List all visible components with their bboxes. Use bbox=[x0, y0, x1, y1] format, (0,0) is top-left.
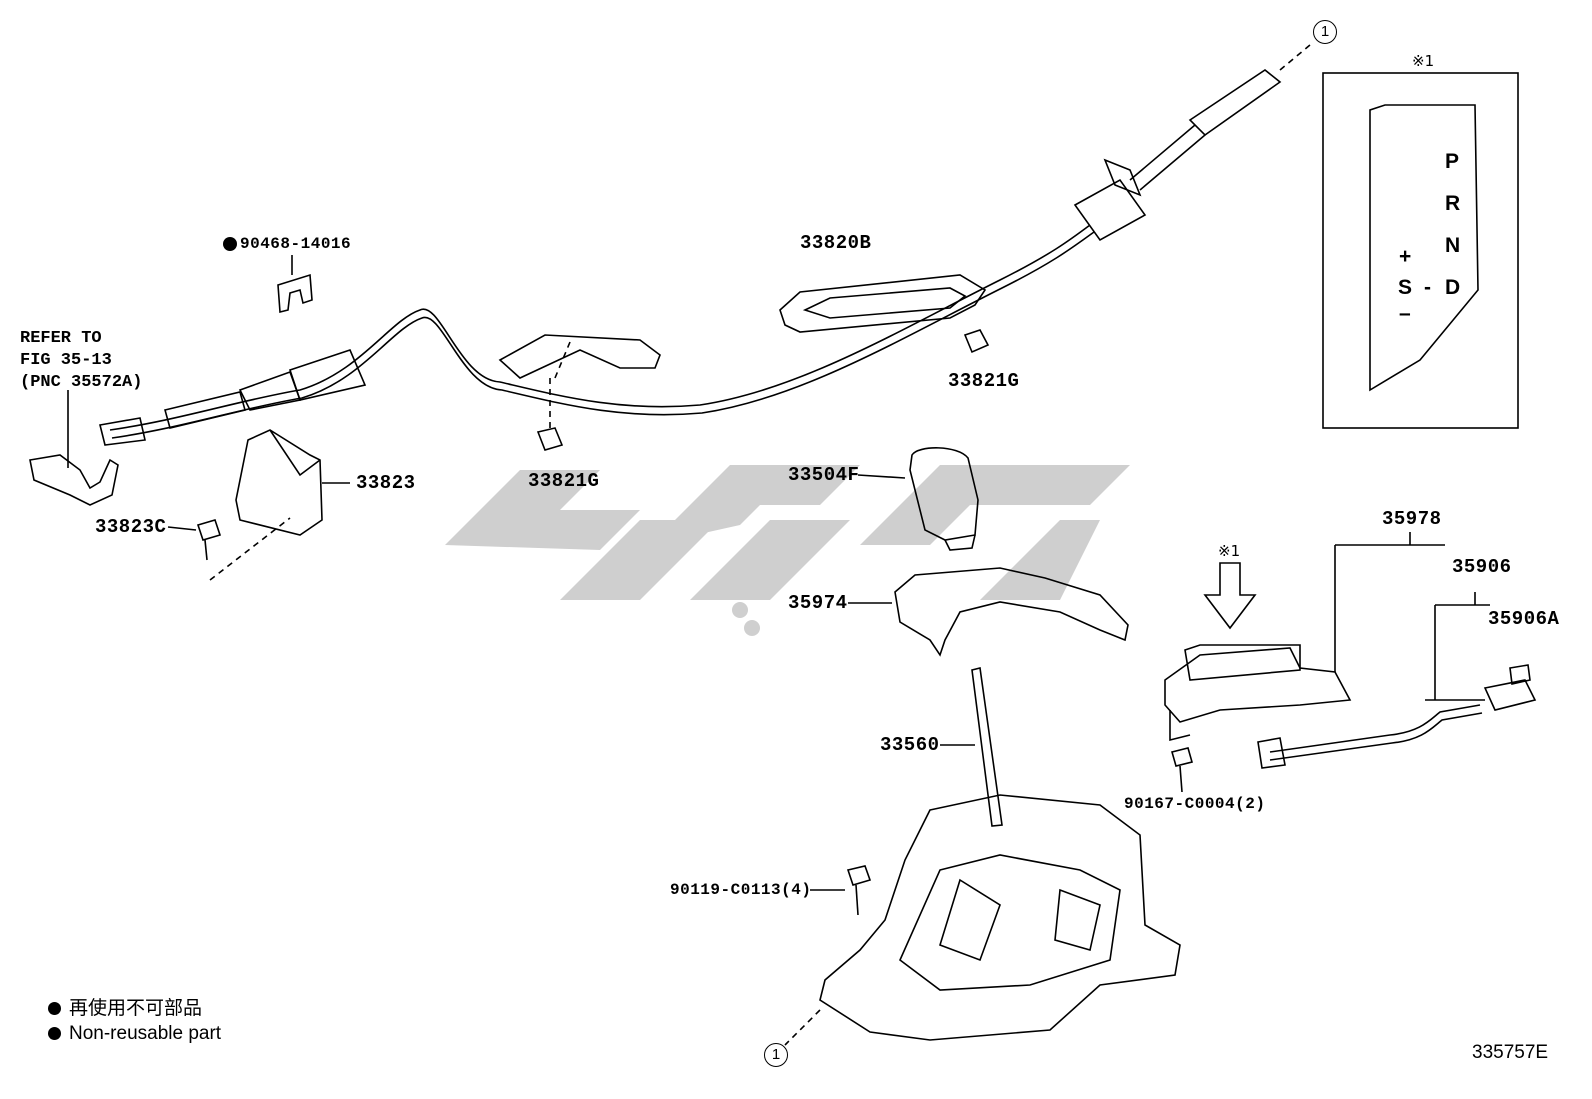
connector-35906A bbox=[1483, 679, 1537, 711]
callout-circle-top: 1 bbox=[1313, 20, 1337, 44]
refer-line-1: REFER TO bbox=[20, 329, 102, 348]
shift-plate bbox=[1369, 104, 1479, 392]
refer-note: REFER TO FIG 35-13 (PNC 35572A) bbox=[20, 328, 142, 394]
shift-letter-n: N bbox=[1445, 234, 1461, 257]
note-mark-inset: ※1 bbox=[1412, 52, 1435, 70]
callout-circle-bottom: 1 bbox=[764, 1043, 788, 1067]
part-label-33820B: 33820B bbox=[800, 232, 872, 254]
line-art bbox=[29, 44, 1537, 1046]
nonreusable-dot-icon bbox=[48, 1027, 61, 1040]
part-label-33823C: 33823C bbox=[95, 516, 167, 538]
shift-letter-minus: – bbox=[1399, 302, 1411, 325]
part-label-90119-C0113: 90119-C0113(4) bbox=[670, 881, 812, 899]
note-mark-arrow: ※1 bbox=[1218, 542, 1241, 560]
nonreusable-dot-icon bbox=[223, 237, 237, 251]
legend-row-en: Non-reusable part bbox=[48, 1021, 221, 1046]
refer-line-3: (PNC 35572A) bbox=[20, 373, 143, 392]
part-label-35974: 35974 bbox=[788, 592, 848, 614]
part-label-90167-C0004: 90167-C0004(2) bbox=[1124, 795, 1266, 813]
part-label-33560: 33560 bbox=[880, 734, 940, 756]
shift-letter-d: D bbox=[1445, 276, 1461, 299]
part-label-35978: 35978 bbox=[1382, 508, 1442, 530]
legend: 再使用不可部品 Non-reusable part bbox=[48, 996, 221, 1046]
shift-letter-r: R bbox=[1445, 192, 1461, 215]
watermark-logo bbox=[445, 465, 1130, 636]
lever-33560 bbox=[971, 667, 1003, 827]
shift-letter-p: P bbox=[1445, 150, 1460, 173]
part-label-35906A: 35906A bbox=[1488, 608, 1560, 630]
nonreusable-dot-icon bbox=[48, 1002, 61, 1015]
plate-33820B bbox=[779, 274, 987, 333]
part-label-33821G-upper: 33821G bbox=[948, 370, 1020, 392]
clip-90468 bbox=[277, 273, 313, 314]
figure-id: 335757E bbox=[1472, 1042, 1549, 1063]
shift-knob-33504F bbox=[909, 447, 979, 541]
shift-cable bbox=[109, 224, 1091, 431]
part-label-35906: 35906 bbox=[1452, 556, 1512, 578]
legend-jp-text: 再使用不可部品 bbox=[69, 998, 203, 1019]
shift-letter-dash: - bbox=[1424, 276, 1431, 299]
housing-35974 bbox=[894, 567, 1129, 657]
part-label-90468-14016: 90468-14016 bbox=[240, 235, 352, 253]
switch-35978 bbox=[1164, 647, 1352, 723]
legend-row-jp: 再使用不可部品 bbox=[48, 996, 221, 1021]
down-arrow bbox=[1203, 562, 1257, 630]
part-label-33823: 33823 bbox=[356, 472, 416, 494]
shift-letter-s: S bbox=[1398, 276, 1413, 299]
shift-letter-plus: + bbox=[1399, 245, 1412, 268]
shift-base bbox=[819, 794, 1181, 1041]
bracket-33823 bbox=[235, 429, 323, 536]
part-label-33821G-lower: 33821G bbox=[528, 470, 600, 492]
refer-line-2: FIG 35-13 bbox=[20, 351, 112, 370]
legend-en-text: Non-reusable part bbox=[69, 1023, 222, 1044]
part-label-33504F: 33504F bbox=[788, 464, 860, 486]
